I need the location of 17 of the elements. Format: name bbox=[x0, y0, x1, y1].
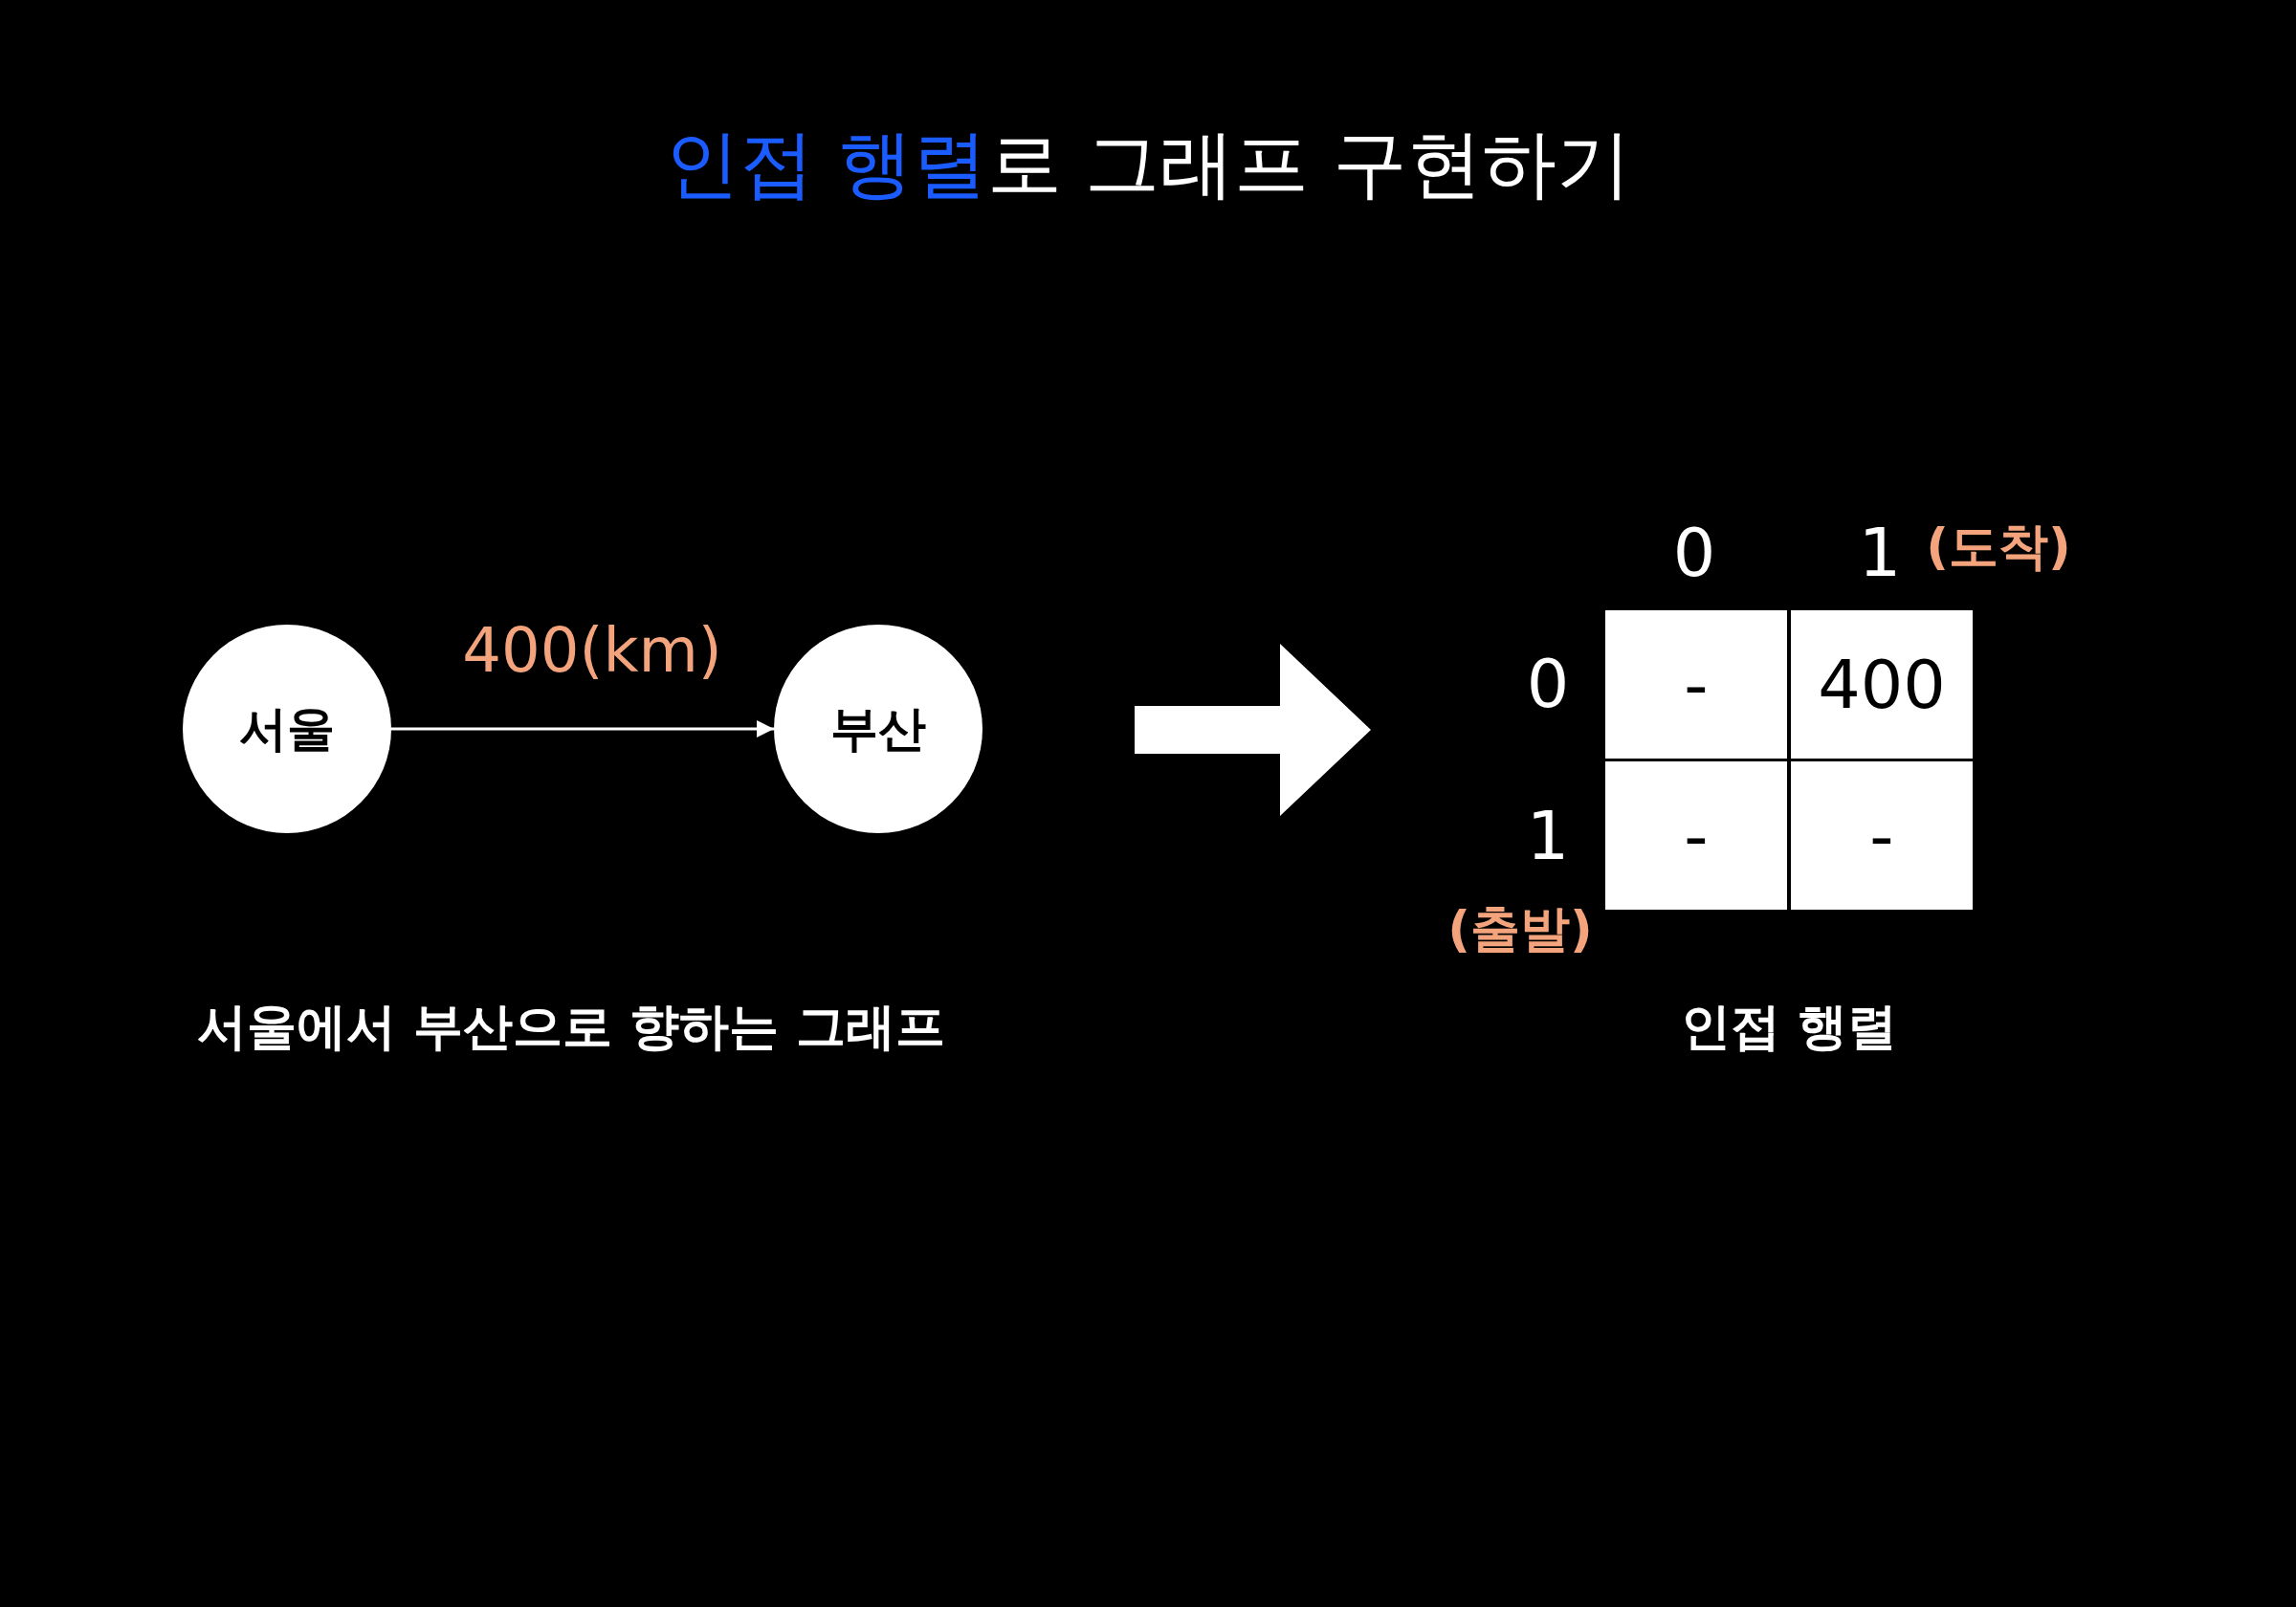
caption: 서울에서 부산으로 향하는 그래프 bbox=[196, 997, 946, 1057]
axis-note: (출발) bbox=[1447, 899, 1593, 959]
adjacency-matrix bbox=[1605, 610, 1973, 910]
column-index: 0 bbox=[1672, 514, 1716, 592]
row-index: 0 bbox=[1526, 645, 1570, 723]
arrow bbox=[391, 720, 774, 737]
title: 인접 행렬로 그래프 구현하기 bbox=[663, 120, 1633, 209]
matrix-cell: - bbox=[1605, 761, 1787, 910]
axis-note: (도착) bbox=[1926, 517, 2071, 577]
matrix-cell: - bbox=[1791, 761, 1973, 910]
matrix-caption: 인접 행렬 bbox=[1680, 997, 1898, 1057]
matrix-cell: 400 bbox=[1791, 610, 1973, 759]
matrix-cell: - bbox=[1605, 610, 1787, 759]
row-index: 1 bbox=[1526, 797, 1570, 875]
node-label: 부산 bbox=[830, 699, 926, 759]
node-label: 서울 bbox=[239, 699, 335, 759]
column-index: 1 bbox=[1858, 514, 1902, 592]
